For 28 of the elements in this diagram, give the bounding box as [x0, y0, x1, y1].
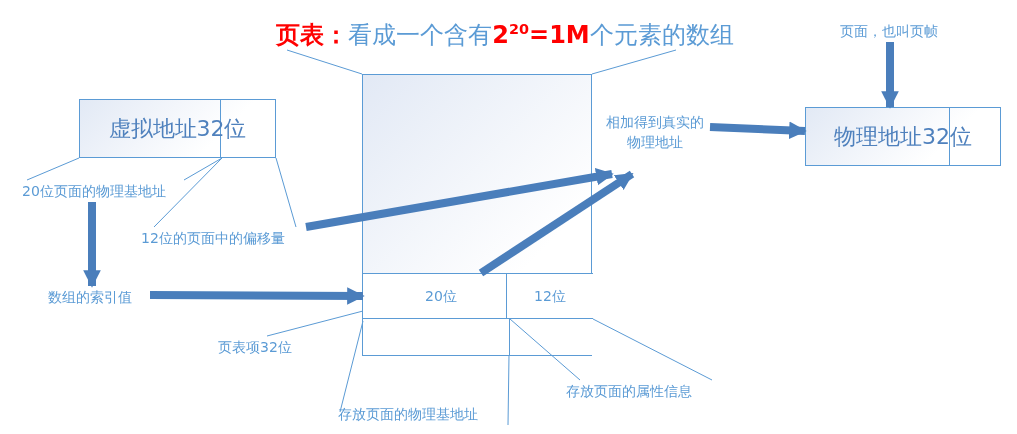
annotation-text: 存放页面的属性信息 [566, 380, 716, 402]
annotation-text: 相加得到真实的物理地址 [600, 112, 710, 174]
title-heading: 页表：看成一个含有2$^{20}$=1M个元素的数组 [255, 8, 755, 50]
arrow [305, 168, 614, 231]
leader-line [286, 49, 363, 75]
annotation-text: 数组的索引值 [48, 286, 150, 308]
annotation-text: 页表项32位 [218, 336, 304, 358]
annotation-text: 20位页面的物理基地址 [22, 180, 187, 202]
annotation-text: 12位的页面中的偏移量 [141, 227, 306, 249]
arrow [709, 121, 807, 140]
leader-line [339, 320, 364, 413]
leader-line [266, 310, 364, 337]
annotation-text: 存放页面的物理基地址 [338, 403, 508, 425]
leader-line [591, 49, 677, 75]
leader-line [509, 318, 581, 381]
table-cell: 20位 [363, 273, 506, 318]
table-cell: 12位 [506, 273, 593, 318]
leader-line [26, 157, 80, 181]
arrow [478, 170, 635, 277]
leader-line [507, 354, 510, 426]
address-box [805, 107, 1001, 166]
leader-line [592, 318, 713, 381]
annotation-text: 页面，也叫页帧 [840, 20, 964, 42]
leader-line [183, 157, 223, 181]
leader-line [153, 157, 223, 228]
address-box [79, 99, 276, 158]
page-table-box [362, 74, 592, 356]
leader-line [275, 157, 297, 228]
